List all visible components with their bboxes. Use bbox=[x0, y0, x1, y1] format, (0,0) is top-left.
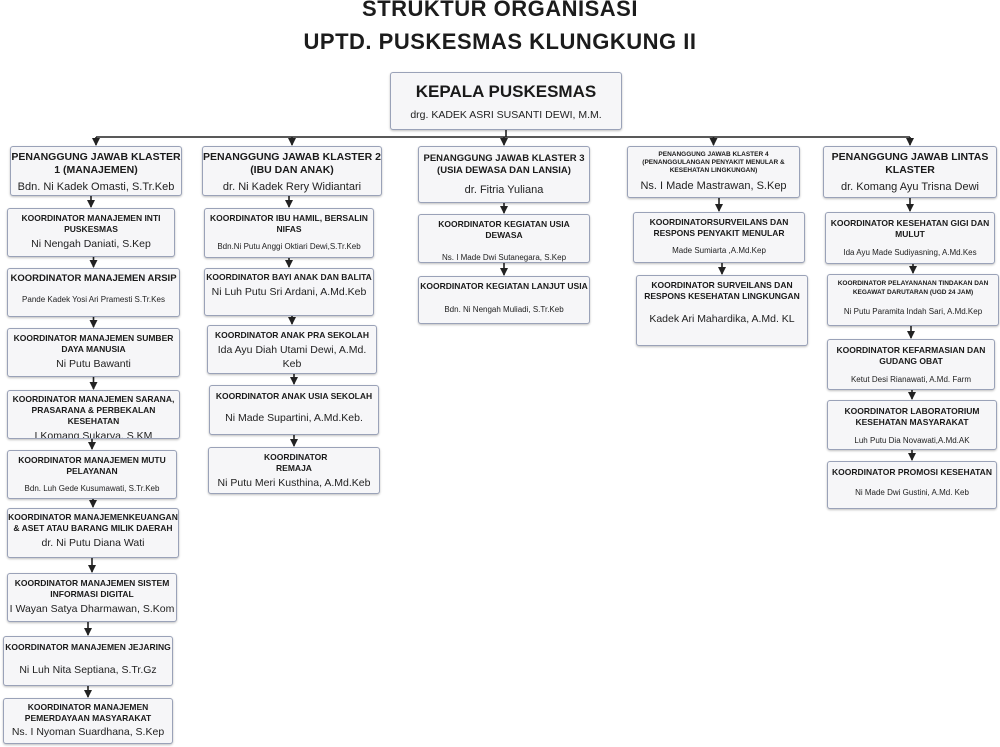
cluster-1-coordinator-5: KOORDINATOR MANAJEMEN MUTU PELAYANAN Bdn… bbox=[7, 450, 177, 499]
coordinator-role: KOORDINATOR MANAJEMEN SISTEM INFORMASI D… bbox=[14, 578, 170, 599]
cluster-2-coordinator-4: KOORDINATOR ANAK USIA SEKOLAH Ni Made Su… bbox=[209, 385, 379, 435]
coordinator-role: KOORDINATOR REMAJA bbox=[264, 452, 328, 473]
coordinator-name: Ketut Desi Rianawati, A.Md. Farm bbox=[850, 375, 972, 384]
coordinator-role: KOORDINATORSURVEILANS DAN RESPONS PENYAK… bbox=[649, 217, 789, 238]
coordinator-role: KOORDINATOR PROMOSI KESEHATAN bbox=[832, 467, 992, 477]
cluster-2-coordinator-3: KOORDINATOR ANAK PRA SEKOLAH Ida Ayu Dia… bbox=[207, 325, 377, 374]
coordinator-role: KOORDINATOR KEGIATAN LANJUT USIA bbox=[420, 281, 588, 291]
coordinator-role: KOORDINATOR MANAJEMEN PEMERDAYAAN MASYAR… bbox=[24, 702, 152, 723]
coordinator-role: KOORDINATOR MANAJEMEN SARANA, PRASARANA … bbox=[12, 394, 175, 426]
cluster-3-head-box: PENANGGUNG JAWAB KLASTER 3 (USIA DEWASA … bbox=[418, 146, 590, 203]
coordinator-name: I Komang Sukarya, S.KM bbox=[34, 430, 153, 439]
coordinator-role: KOORDINATOR PELAYANANAN TINDAKAN DAN KEG… bbox=[837, 280, 989, 296]
cluster-1-coordinator-6: KOORDINATOR MANAJEMENKEUANGAN & ASET ATA… bbox=[7, 508, 179, 558]
coordinator-name: Ni Made Supartini, A.Md.Keb. bbox=[225, 412, 363, 424]
cluster-4-head-role: PENANGGUNG JAWAB KLASTER 4 (PENANGGULANG… bbox=[642, 151, 785, 174]
coordinator-role: KOORDINATOR BAYI ANAK DAN BALITA bbox=[206, 272, 372, 282]
coordinator-role: KOORDINATOR MANAJEMEN ARSIP bbox=[10, 273, 177, 284]
cluster-1-head-role: PENANGGUNG JAWAB KLASTER 1 (MANAJEMEN) bbox=[11, 151, 181, 176]
coordinator-name: Ni Putu Bawanti bbox=[56, 358, 131, 370]
coordinator-name: Ns. I Made Dwi Sutanegara, S.Kep bbox=[441, 253, 567, 262]
cluster-2-head-role: PENANGGUNG JAWAB KLASTER 2 (IBU DAN ANAK… bbox=[203, 151, 381, 176]
coordinator-name: Ni Putu Paramita Indah Sari, A.Md.Kep bbox=[843, 307, 983, 316]
kepala-puskesmas-box: KEPALA PUSKESMAS drg. KADEK ASRI SUSANTI… bbox=[390, 72, 622, 130]
cluster-3-head-role: PENANGGUNG JAWAB KLASTER 3 (USIA DEWASA … bbox=[423, 153, 585, 176]
coordinator-name: Ida Ayu Made Sudiyasning, A.Md.Kes bbox=[843, 248, 977, 257]
coordinator-name: Ni Putu Meri Kusthina, A.Md.Keb bbox=[217, 477, 371, 489]
cluster-lintas-head-role: PENANGGUNG JAWAB LINTAS KLASTER bbox=[831, 151, 989, 176]
coordinator-name: Bdn. Ni Nengah Muliadi, S.Tr.Keb bbox=[444, 305, 564, 314]
coordinator-role: KOORDINATOR MANAJEMEN INTI PUSKESMAS bbox=[21, 213, 161, 234]
chart-title-line-2: UPTD. PUSKESMAS KLUNGKUNG II bbox=[303, 29, 697, 54]
coordinator-role: KOORDINATOR MANAJEMEN MUTU PELAYANAN bbox=[18, 455, 166, 476]
cluster-4-coordinator-1: KOORDINATORSURVEILANS DAN RESPONS PENYAK… bbox=[633, 212, 805, 263]
cluster-3-coordinator-2: KOORDINATOR KEGIATAN LANJUT USIA Bdn. Ni… bbox=[418, 276, 590, 324]
coordinator-role: KOORDINATOR LABORATORIUM KESEHATAN MASYA… bbox=[844, 406, 980, 427]
kepala-role: KEPALA PUSKESMAS bbox=[415, 82, 597, 101]
coordinator-name: Made Sumiarta ,A.Md.Kep bbox=[672, 246, 766, 255]
cluster-lintas-coordinator-1: KOORDINATOR KESEHATAN GIGI DAN MULUT Ida… bbox=[825, 212, 995, 264]
cluster-lintas-coordinator-5: KOORDINATOR PROMOSI KESEHATAN Ni Made Dw… bbox=[827, 461, 997, 509]
cluster-1-coordinator-7: KOORDINATOR MANAJEMEN SISTEM INFORMASI D… bbox=[7, 573, 177, 622]
cluster-2-coordinator-5: KOORDINATOR REMAJA Ni Putu Meri Kusthina… bbox=[208, 447, 380, 494]
coordinator-name: Ns. I Nyoman Suardhana, S.Kep bbox=[11, 726, 165, 738]
coordinator-role: KOORDINATOR MANAJEMENKEUANGAN & ASET ATA… bbox=[8, 512, 178, 533]
cluster-1-coordinator-2: KOORDINATOR MANAJEMEN ARSIP Pande Kadek … bbox=[7, 268, 180, 317]
cluster-1-coordinator-1: KOORDINATOR MANAJEMEN INTI PUSKESMAS Ni … bbox=[7, 208, 175, 257]
kepala-name: drg. KADEK ASRI SUSANTI DEWI, M.M. bbox=[410, 109, 602, 121]
coordinator-name: Ni Made Dwi Gustini, A.Md. Keb bbox=[855, 488, 969, 497]
coordinator-name: Ida Ayu Diah Utami Dewi, A.Md. Keb bbox=[217, 344, 367, 370]
coordinator-name: Ni Luh Nita Septiana, S.Tr.Gz bbox=[19, 664, 157, 676]
coordinator-name: Pande Kadek Yosi Ari Pramesti S.Tr.Kes bbox=[22, 295, 165, 304]
coordinator-role: KOORDINATOR IBU HAMIL, BERSALIN NIFAS bbox=[210, 213, 368, 234]
cluster-lintas-head-name: dr. Komang Ayu Trisna Dewi bbox=[841, 181, 979, 193]
cluster-1-coordinator-8: KOORDINATOR MANAJEMEN JEJARING Ni Luh Ni… bbox=[3, 636, 173, 686]
cluster-lintas-coordinator-2: KOORDINATOR PELAYANANAN TINDAKAN DAN KEG… bbox=[827, 274, 999, 326]
cluster-1-head-box: PENANGGUNG JAWAB KLASTER 1 (MANAJEMEN) B… bbox=[10, 146, 182, 196]
cluster-4-coordinator-2: KOORDINATOR SURVEILANS DAN RESPONS KESEH… bbox=[636, 275, 808, 346]
coordinator-role: KOORDINATOR SURVEILANS DAN RESPONS KESEH… bbox=[644, 280, 800, 301]
coordinator-role: KOORDINATOR KEGIATAN USIA DEWASA bbox=[438, 219, 570, 240]
coordinator-name: Bdn.Ni Putu Anggi Oktiari Dewi,S.Tr.Keb bbox=[217, 242, 361, 251]
coordinator-role: KOORDINATOR KESEHATAN GIGI DAN MULUT bbox=[830, 218, 990, 239]
cluster-4-head-box: PENANGGUNG JAWAB KLASTER 4 (PENANGGULANG… bbox=[627, 146, 800, 198]
cluster-2-head-box: PENANGGUNG JAWAB KLASTER 2 (IBU DAN ANAK… bbox=[202, 146, 382, 196]
coordinator-name: Ni Luh Putu Sri Ardani, A.Md.Keb bbox=[211, 286, 367, 298]
coordinator-role: KOORDINATOR MANAJEMEN JEJARING bbox=[5, 642, 171, 652]
coordinator-name: Kadek Ari Mahardika, A.Md. KL bbox=[649, 313, 795, 325]
cluster-1-coordinator-3: KOORDINATOR MANAJEMEN SUMBER DAYA MANUSI… bbox=[7, 328, 180, 377]
chart-title-line-1: STRUKTUR ORGANISASI bbox=[362, 0, 638, 21]
coordinator-name: Ni Nengah Daniati, S.Kep bbox=[31, 238, 151, 250]
cluster-4-head-name: Ns. I Made Mastrawan, S.Kep bbox=[640, 180, 787, 192]
cluster-lintas-coordinator-3: KOORDINATOR KEFARMASIAN DAN GUDANG OBAT … bbox=[827, 339, 995, 390]
cluster-2-coordinator-1: KOORDINATOR IBU HAMIL, BERSALIN NIFAS Bd… bbox=[204, 208, 374, 258]
cluster-1-head-name: Bdn. Ni Kadek Omasti, S.Tr.Keb bbox=[17, 181, 175, 193]
cluster-1-coordinator-9: KOORDINATOR MANAJEMEN PEMERDAYAAN MASYAR… bbox=[3, 698, 173, 744]
cluster-lintas-head-box: PENANGGUNG JAWAB LINTAS KLASTER dr. Koma… bbox=[823, 146, 997, 198]
cluster-2-head-name: dr. Ni Kadek Rery Widiantari bbox=[222, 181, 362, 193]
coordinator-role: KOORDINATOR ANAK USIA SEKOLAH bbox=[215, 391, 373, 401]
cluster-3-coordinator-1: KOORDINATOR KEGIATAN USIA DEWASA Ns. I M… bbox=[418, 214, 590, 263]
cluster-2-coordinator-2: KOORDINATOR BAYI ANAK DAN BALITA Ni Luh … bbox=[204, 268, 374, 316]
coordinator-role: KOORDINATOR KEFARMASIAN DAN GUDANG OBAT bbox=[836, 345, 986, 366]
coordinator-role: KOORDINATOR MANAJEMEN SUMBER DAYA MANUSI… bbox=[13, 333, 174, 354]
cluster-1-coordinator-4: KOORDINATOR MANAJEMEN SARANA, PRASARANA … bbox=[7, 390, 180, 439]
coordinator-role: KOORDINATOR ANAK PRA SEKOLAH bbox=[215, 330, 369, 340]
coordinator-name: Bdn. Luh Gede Kusumawati, S.Tr.Keb bbox=[24, 484, 160, 493]
cluster-lintas-coordinator-4: KOORDINATOR LABORATORIUM KESEHATAN MASYA… bbox=[827, 400, 997, 450]
coordinator-name: dr. Ni Putu Diana Wati bbox=[41, 537, 145, 549]
cluster-3-head-name: dr. Fitria Yuliana bbox=[464, 184, 544, 196]
coordinator-name: Luh Putu Dia Novawati,A.Md.AK bbox=[854, 436, 970, 445]
coordinator-name: I Wayan Satya Dharmawan, S.Kom bbox=[9, 603, 175, 615]
